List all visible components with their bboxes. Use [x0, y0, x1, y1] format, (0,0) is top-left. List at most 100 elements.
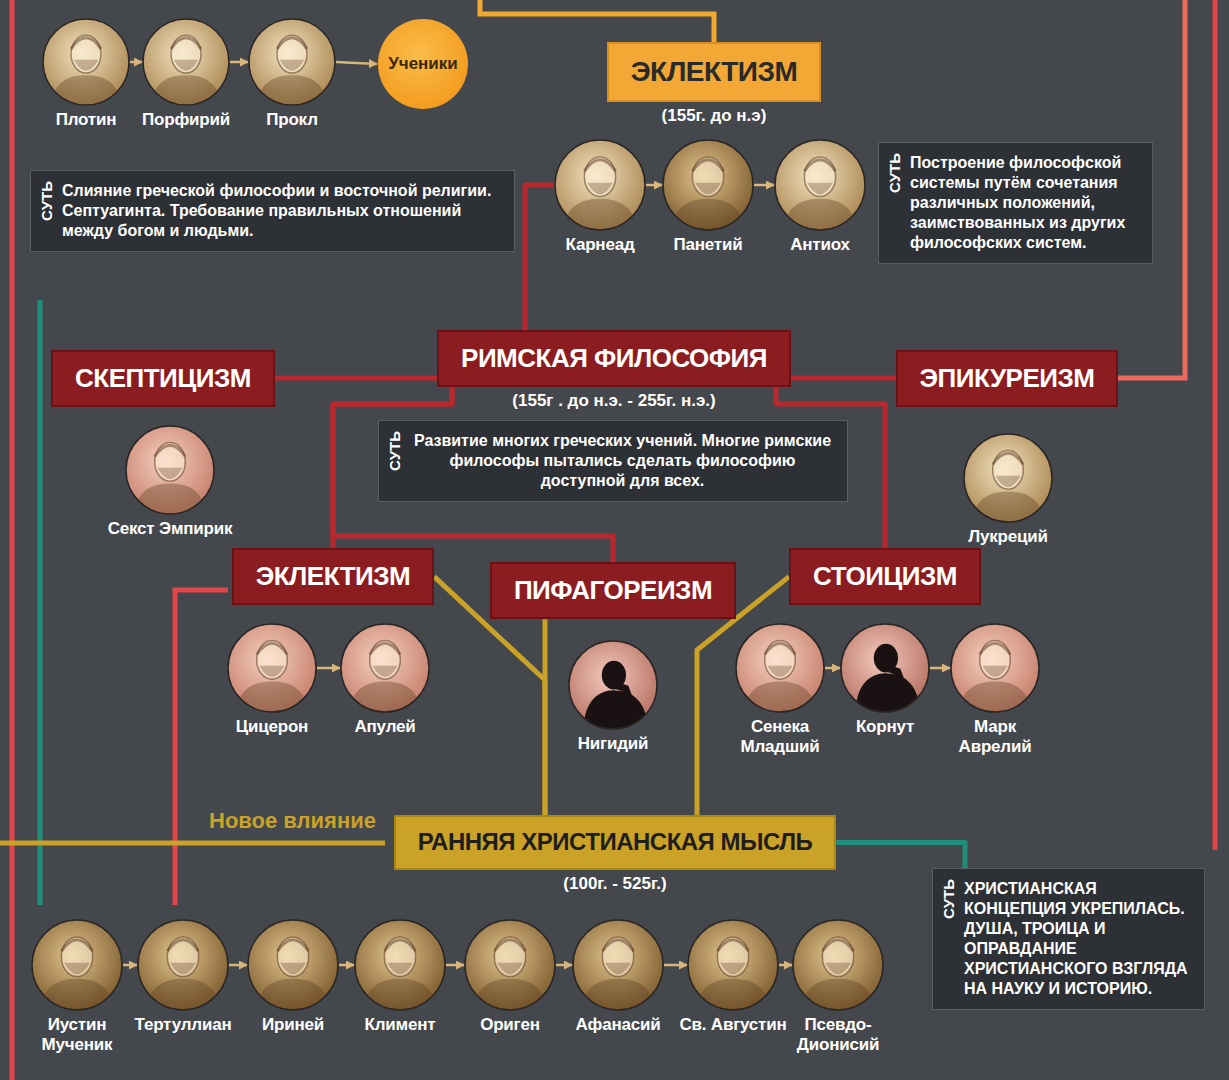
portrait-image: [355, 920, 445, 1010]
essence-tag: СУТЬ: [387, 431, 402, 471]
portrait-image: [563, 199, 637, 231]
school-heading: СТОИЦИЗМ: [789, 548, 981, 605]
portrait-frame: [143, 19, 229, 105]
philosopher-name: Плотин: [56, 110, 117, 130]
philosopher-name: Климент: [365, 1015, 436, 1035]
portrait-image: [256, 979, 330, 1011]
portrait-image: [340, 623, 430, 713]
portrait-image: [602, 937, 633, 977]
portrait-image: [840, 623, 930, 713]
portrait-image: [155, 445, 186, 456]
philosopher-portrait: Антиох: [765, 139, 875, 255]
portrait-frame: [688, 920, 778, 1010]
essence-text: Построение философской системы путём соч…: [910, 153, 1140, 253]
portrait-image: [74, 60, 99, 71]
portrait-frame: [126, 426, 214, 514]
philosopher-portrait: Цицерон: [222, 623, 322, 737]
philosopher-name: Порфирий: [142, 110, 230, 130]
philosopher-name: Антиох: [790, 235, 850, 255]
portrait-image: [822, 940, 853, 952]
portrait-image: [494, 940, 525, 952]
philosopher-name: Ириней: [262, 1015, 324, 1035]
portrait-image: [744, 682, 816, 714]
portrait-image: [349, 682, 421, 714]
portrait-image: [720, 963, 746, 975]
portrait-image: [982, 666, 1007, 677]
philosopher-portrait: Прокл: [242, 18, 342, 130]
portrait-image: [980, 641, 1011, 680]
succession-arrow: [229, 964, 247, 967]
philosopher-name: Апулей: [354, 717, 415, 737]
influence-line: [275, 376, 437, 381]
succession-arrow: [130, 61, 142, 64]
philosopher-portrait: Св. Августин: [677, 919, 789, 1035]
philosopher-portrait: Афанасий: [566, 919, 670, 1035]
portrait-image: [581, 937, 655, 1011]
school-heading: РАННЯЯ ХРИСТИАНСКАЯ МЫСЛЬ(100г. - 525г.): [394, 815, 837, 894]
portrait-image: [807, 183, 833, 195]
school-heading: СКЕПТИЦИЗМ: [51, 350, 275, 407]
school-heading: ЭКЛЕКТИЗМ(155г. до н.э): [607, 42, 822, 126]
philosopher-name: Афанасий: [575, 1015, 660, 1035]
essence-box: СУТЬПостроение философской системы путём…: [878, 142, 1153, 264]
portrait-image: [277, 38, 307, 49]
portrait-image: [51, 75, 121, 106]
portrait-image: [662, 139, 754, 231]
succession-arrow: [664, 964, 687, 967]
portrait-image: [257, 643, 288, 654]
portrait-image: [993, 453, 1024, 464]
philosopher-portrait: Климент: [348, 919, 452, 1035]
philosopher-portrait: Марк Аврелий: [945, 623, 1045, 756]
portrait-image: [171, 38, 201, 49]
portrait-image: [972, 451, 1044, 523]
succession-arrow: [446, 964, 464, 967]
portrait-image: [804, 157, 835, 197]
school-title: ЭКЛЕКТИЗМ: [232, 548, 434, 605]
portrait-image: [602, 940, 633, 952]
portrait-image: [137, 919, 229, 1011]
portrait-image: [473, 937, 547, 1011]
portrait-image: [354, 919, 446, 1011]
portrait-image: [774, 139, 866, 231]
philosopher-name: Секст Эмпирик: [108, 519, 233, 539]
portrait-image: [71, 35, 101, 73]
portrait-image: [554, 139, 646, 231]
philosopher-portrait: Плотин: [36, 18, 136, 130]
portrait-image: [783, 199, 857, 231]
portrait-image: [464, 919, 556, 1011]
portrait-image: [40, 937, 114, 1011]
philosopher-name: Корнут: [856, 717, 914, 737]
portrait-image: [687, 919, 779, 1011]
timeline-line: [38, 300, 43, 905]
portrait-frame: [32, 920, 122, 1010]
portrait-image: [227, 623, 317, 713]
portrait-frame: [138, 920, 228, 1010]
students-label: Ученики: [388, 54, 458, 74]
portrait-image: [363, 979, 437, 1011]
philosopher-portrait: Корнут: [835, 623, 935, 737]
portrait-image: [890, 669, 906, 693]
portrait-image: [605, 963, 631, 975]
portrait-frame: [951, 624, 1039, 712]
period-label: (155г. до н.э): [662, 106, 767, 126]
portrait-image: [170, 963, 196, 975]
portrait-frame: [248, 920, 338, 1010]
portrait-image: [32, 920, 122, 1010]
portrait-image: [341, 624, 429, 712]
essence-box: СУТЬХРИСТИАНСКАЯ КОНЦЕПЦИЯ УКРЕПИЛАСЬ. Д…: [932, 868, 1205, 1010]
portrait-image: [618, 686, 634, 710]
essence-tag: СУТЬ: [39, 181, 54, 221]
succession-arrow: [825, 667, 840, 670]
portrait-image: [51, 35, 121, 106]
portrait-image: [31, 919, 123, 1011]
portrait-image: [370, 643, 401, 654]
philosopher-portrait: Сенека Младший: [730, 623, 830, 756]
portrait-frame: [341, 624, 429, 712]
portrait-image: [277, 940, 308, 952]
portrait-image: [980, 643, 1011, 654]
philosopher-name: Прокл: [266, 110, 318, 130]
portrait-frame: [43, 19, 129, 105]
students-circle: Ученики: [377, 18, 469, 110]
succession-arrow: [123, 964, 137, 967]
portrait-image: [663, 140, 753, 230]
